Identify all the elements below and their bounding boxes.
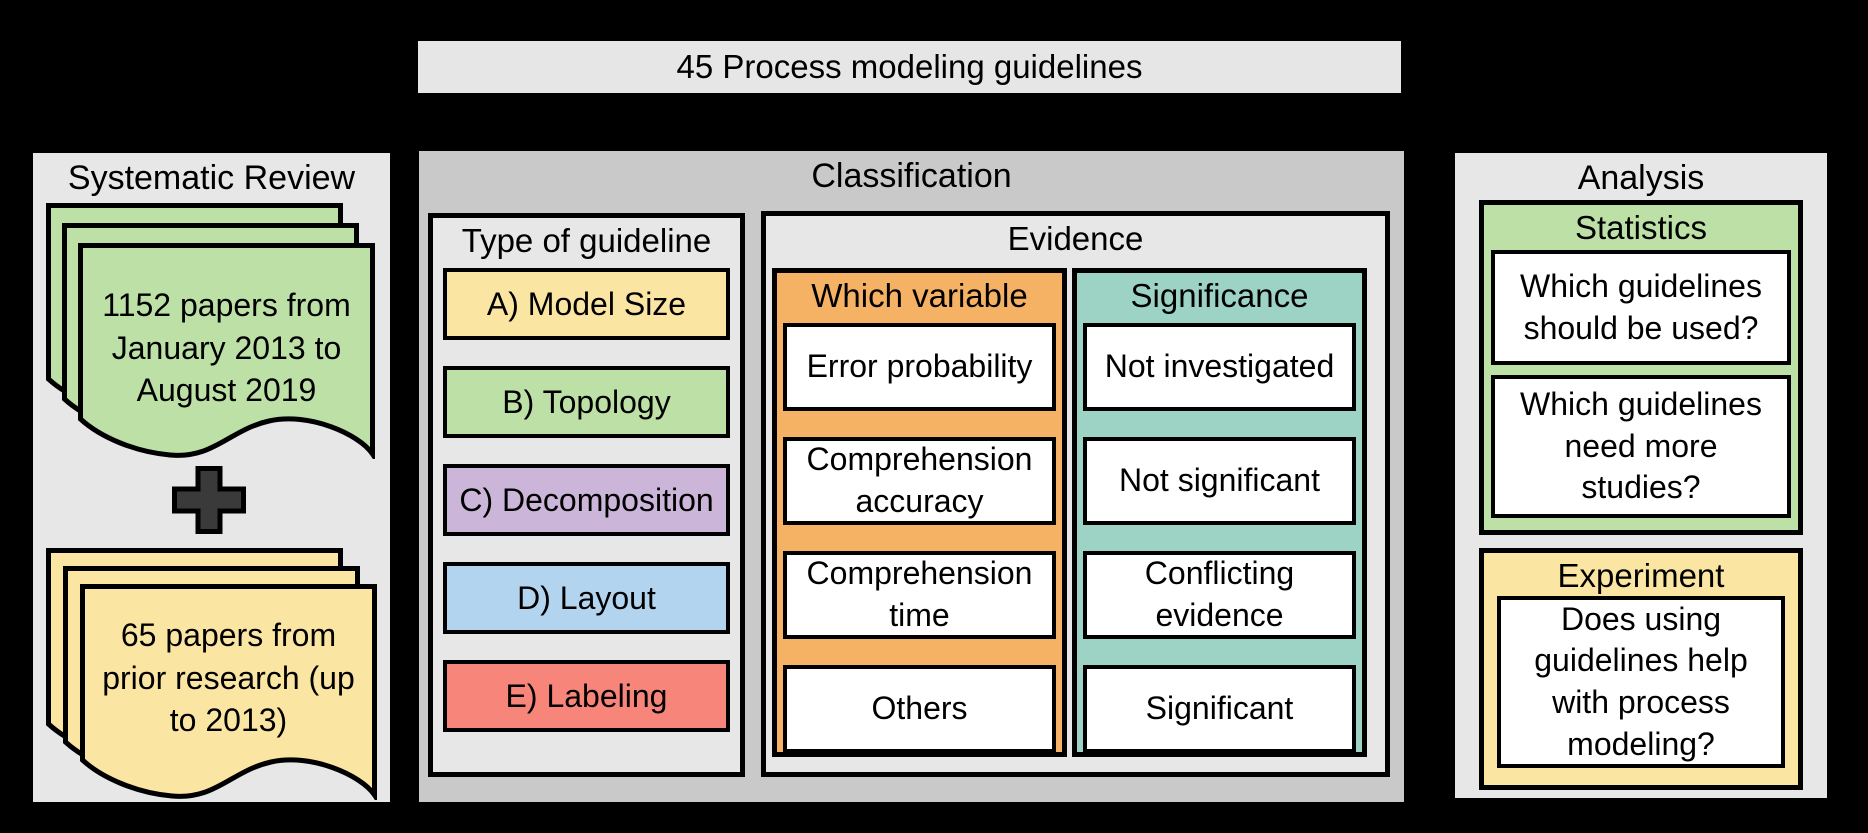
variable-comprehension-accuracy: Comprehension accuracy — [783, 437, 1056, 525]
experiment-title: Experiment — [1557, 557, 1725, 594]
question-which-guidelines-used: Which guidelines should be used? — [1491, 250, 1791, 365]
guidelines-banner: 45 Process modeling guidelines — [418, 41, 1401, 93]
paper-sheet-icon — [78, 243, 375, 459]
guidelines-banner-label: 45 Process modeling guidelines — [676, 48, 1143, 85]
analysis-panel: Analysis Statistics Which guidelines sho… — [1455, 153, 1827, 798]
guideline-type-model-size: A) Model Size — [443, 268, 730, 340]
significance-not-significant: Not significant — [1083, 437, 1356, 525]
type-of-guideline-title: Type of guideline — [461, 222, 712, 259]
question-which-guidelines-studies: Which guidelines need more studies? — [1491, 375, 1791, 518]
statistics-panel: Statistics Which guidelines should be us… — [1479, 200, 1803, 535]
type-of-guideline-panel: Type of guideline A) Model Size B) Topol… — [428, 213, 745, 777]
significance-significant: Significant — [1083, 665, 1356, 753]
guideline-type-topology: B) Topology — [443, 366, 730, 438]
guideline-type-layout: D) Layout — [443, 562, 730, 634]
evidence-title: Evidence — [1007, 220, 1144, 257]
variable-error-probability: Error probability — [783, 323, 1056, 411]
significance-column: Significance Not investigated Not signif… — [1072, 268, 1367, 757]
which-variable-column: Which variable Error probability Compreh… — [772, 268, 1067, 757]
significance-conflicting-evidence: Conflicting evidence — [1083, 551, 1356, 639]
statistics-title: Statistics — [1574, 209, 1708, 246]
prior-papers-label: 65 papers from prior research (up to 201… — [102, 617, 355, 739]
classification-panel: Classification Type of guideline A) Mode… — [419, 151, 1404, 802]
recent-papers-label: 1152 papers from January 2013 to August … — [102, 287, 351, 409]
variable-others: Others — [783, 665, 1056, 753]
significance-title: Significance — [1130, 277, 1309, 314]
experiment-panel: Experiment Does using guidelines help wi… — [1479, 548, 1803, 790]
variable-comprehension-time: Comprehension time — [783, 551, 1056, 639]
paper-sheet-icon — [80, 584, 377, 800]
guideline-type-decomposition: C) Decomposition — [443, 464, 730, 536]
classification-title: Classification — [811, 157, 1012, 195]
analysis-title: Analysis — [1577, 159, 1705, 197]
systematic-review-title: Systematic Review — [67, 159, 356, 197]
evidence-panel: Evidence Which variable Error probabilit… — [761, 211, 1390, 777]
paper-stack-page — [80, 584, 377, 800]
significance-not-investigated: Not investigated — [1083, 323, 1356, 411]
guideline-type-labeling: E) Labeling — [443, 660, 730, 732]
systematic-review-panel: Systematic Review 1152 papers from Janua… — [33, 153, 390, 802]
which-variable-title: Which variable — [811, 277, 1028, 314]
question-guidelines-help-modeling: Does using guidelines help with process … — [1497, 596, 1785, 768]
plus-icon — [172, 466, 246, 534]
paper-stack-page — [78, 243, 375, 459]
